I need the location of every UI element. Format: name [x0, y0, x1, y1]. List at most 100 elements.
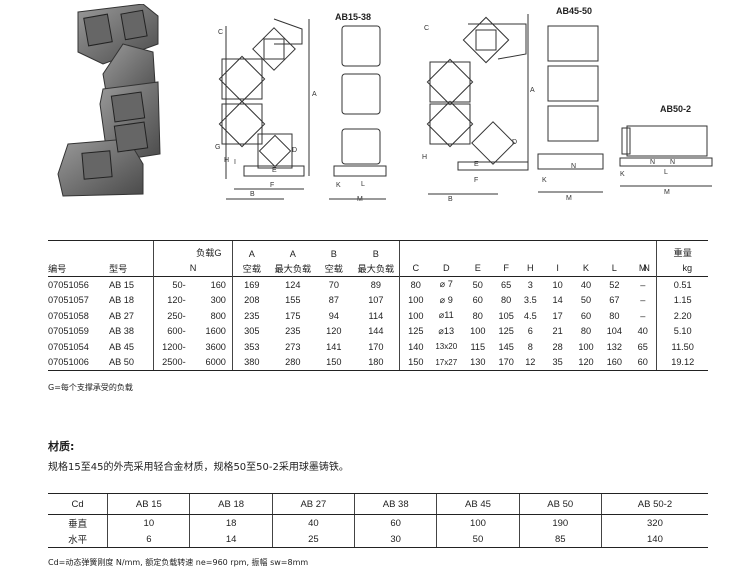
spec-cell: 107 — [368, 295, 384, 306]
svg-text:K: K — [542, 177, 547, 184]
spec-cell: 07051057 — [48, 295, 89, 306]
header-b-max: 最大负载 — [357, 263, 395, 274]
drawing-label-ab50-2: AB50-2 — [660, 104, 692, 114]
svg-text:D: D — [512, 139, 517, 146]
cd-cell: 100 — [436, 514, 520, 531]
svg-text:F: F — [474, 177, 478, 184]
header-b-empty: 空载 — [324, 263, 343, 274]
cd-cell: 垂直 — [68, 519, 88, 530]
spec-cell: 13x20 — [435, 342, 458, 352]
drawing-label-ab15-38: AB15-38 — [335, 12, 372, 22]
spec-cell: 1600 — [205, 326, 226, 337]
spec-cell: 125 — [498, 326, 514, 337]
spec-cell: 4.5 — [523, 310, 537, 321]
spec-cell: 150 — [314, 354, 353, 371]
spec-cell: 3600 — [205, 341, 226, 352]
svg-text:M: M — [357, 196, 363, 203]
spec-cell: 35 — [542, 354, 573, 371]
spec-cell: 80 — [398, 276, 432, 293]
svg-text:I: I — [234, 159, 236, 166]
spec-cell: 144 — [368, 326, 384, 337]
svg-text:B: B — [448, 196, 453, 203]
spec-cell: 80 — [609, 310, 620, 321]
svg-text:M: M — [566, 195, 572, 202]
svg-text:A: A — [312, 91, 317, 98]
spec-cell: 140 — [398, 339, 432, 355]
spec-cell: 07051059 — [48, 326, 89, 337]
cd-header-cell: AB 27 — [271, 493, 355, 515]
cd-header-cell: Cd — [48, 493, 108, 515]
spec-cell: 19.12 — [656, 354, 708, 371]
spec-cell: ⌀ 9 — [439, 294, 453, 305]
spec-cell: AB 27 — [108, 310, 134, 321]
header-a-empty: 空载 — [231, 259, 271, 277]
spec-cell: 1.15 — [656, 292, 708, 308]
cd-header-cell: AB 45 — [436, 493, 520, 515]
header-i: I — [556, 262, 559, 273]
spec-cell: 10 — [542, 276, 573, 293]
spec-cell: 600- — [153, 323, 186, 339]
spec-cell: 145 — [498, 341, 514, 352]
spec-cell: 280 — [270, 354, 315, 371]
spec-cell: 100 — [470, 326, 486, 337]
cd-header-cell: AB 18 — [189, 493, 273, 515]
spec-cell: 5.10 — [656, 323, 708, 339]
spec-cell: 0.51 — [656, 276, 708, 293]
header-e: E — [474, 262, 481, 273]
spec-cell: 3 — [517, 276, 543, 293]
header-load-unit: N — [153, 259, 233, 277]
spec-cell: 07051058 — [48, 310, 89, 321]
spec-cell: 100 — [398, 292, 432, 308]
spec-cell: 250- — [153, 308, 186, 324]
spec-cell: 300 — [210, 295, 226, 306]
svg-text:E: E — [474, 161, 479, 168]
svg-text:K: K — [620, 171, 625, 178]
header-load: 负载G — [185, 240, 233, 259]
note-stiffness: Cd=动态弹簧刚度 N/mm, 额定负载转速 ne=960 rpm, 振幅 sw… — [48, 558, 309, 567]
cd-cell: 140 — [600, 531, 708, 548]
spec-cell: 120 — [326, 326, 342, 337]
spec-cell: 87 — [328, 295, 339, 306]
cd-cell: 60 — [354, 514, 437, 531]
spec-cell: 170 — [494, 354, 518, 371]
spec-table: 负载G A A B B 重量 编号 型号 N 空载 最大负载 空载 最大负载 C… — [48, 240, 708, 371]
spec-cell: 17x27 — [431, 354, 461, 371]
header-a1: A — [231, 240, 271, 259]
spec-cell: 80 — [472, 310, 483, 321]
spec-cell: 169 — [231, 276, 271, 293]
header-n-kg: N kg — [643, 259, 708, 277]
header-a-max: 最大负载 — [274, 263, 312, 274]
cd-cell: 190 — [518, 514, 602, 531]
spec-cell: 125 — [398, 323, 432, 339]
spec-cell: 1200- — [153, 339, 186, 355]
spec-cell: 6 — [527, 326, 533, 337]
svg-text:L: L — [664, 169, 668, 176]
spec-cell: 60 — [580, 310, 592, 321]
cd-cell: 320 — [600, 514, 708, 531]
spec-cell: 235 — [231, 308, 271, 324]
header-n: N — [643, 262, 650, 273]
spec-cell: 11.50 — [656, 339, 708, 355]
header-b1: B — [314, 240, 353, 259]
cd-cell: 10 — [107, 514, 190, 531]
spec-cell: AB 18 — [108, 295, 134, 306]
header-l: L — [611, 262, 617, 273]
header-h: H — [526, 262, 534, 273]
spec-cell: 28 — [552, 341, 563, 352]
cd-cell: 14 — [189, 531, 273, 548]
header-kg: kg — [682, 262, 693, 273]
spec-cell: 100 — [578, 341, 594, 352]
spec-cell: 132 — [606, 341, 623, 352]
spec-cell: 3.5 — [523, 295, 537, 306]
svg-text:N: N — [650, 159, 655, 166]
header-id: 编号 — [48, 263, 67, 274]
svg-text:E: E — [272, 167, 277, 174]
spec-cell: ⌀ 7 — [431, 276, 461, 293]
header-a2: A — [270, 240, 315, 259]
spec-cell: ⌀13 — [438, 325, 455, 336]
